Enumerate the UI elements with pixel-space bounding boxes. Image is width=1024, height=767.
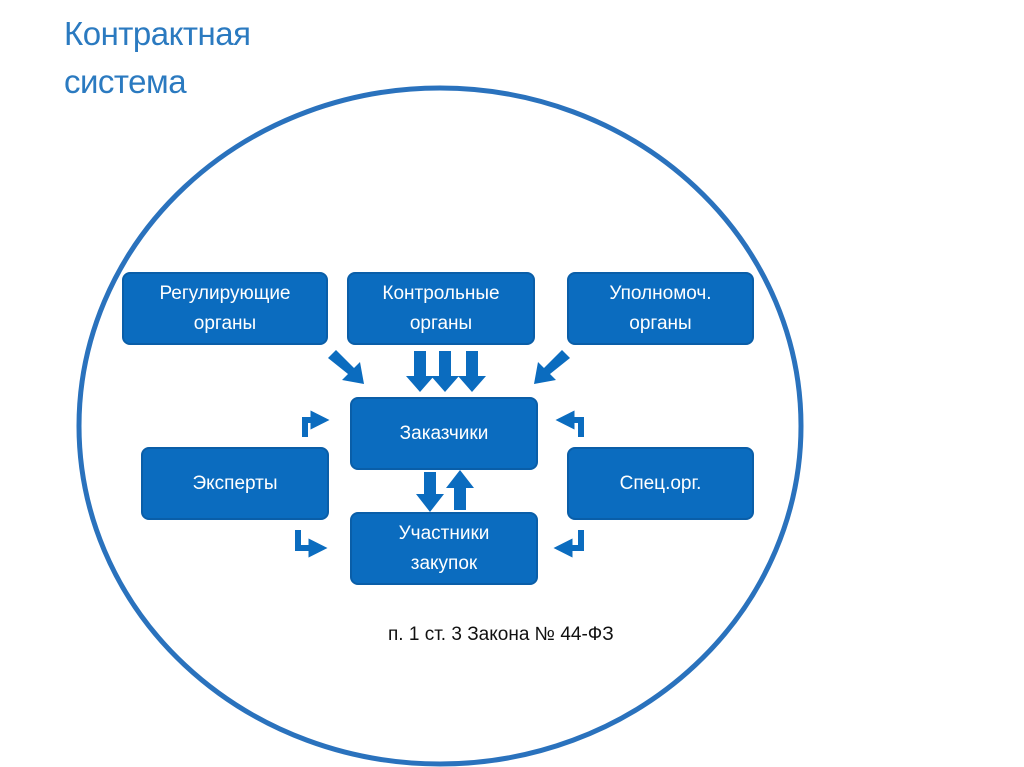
down-arrow-2	[431, 351, 459, 392]
box-procurement-participants: Участники закупок	[350, 512, 538, 585]
bent-arrow-experts-to-participants	[295, 530, 328, 558]
box-customers: Заказчики	[350, 397, 538, 470]
box-control-bodies: Контрольные органы	[347, 272, 535, 345]
box-specialized-org: Спец.орг.	[567, 447, 754, 520]
bent-arrow-specorg-to-participants	[553, 530, 584, 558]
diagonal-arrow-right	[534, 350, 570, 384]
down-arrow-3	[458, 351, 486, 392]
box-authorized-bodies: Уполномоч. органы	[567, 272, 754, 345]
box-regulating-bodies: Регулирующие органы	[122, 272, 328, 345]
arrow-customers-to-participants	[416, 472, 444, 512]
system-circle	[76, 85, 804, 767]
bent-arrow-experts-to-customers	[302, 410, 330, 437]
diagonal-arrow-left	[328, 350, 364, 384]
page-title: Контрактная система	[64, 15, 251, 100]
box-experts: Эксперты	[141, 447, 329, 520]
bent-arrow-specorg-to-customers	[555, 410, 584, 437]
law-reference: п. 1 ст. 3 Закона № 44-ФЗ	[388, 624, 614, 645]
arrow-participants-to-customers	[446, 470, 474, 510]
down-arrow-1	[406, 351, 434, 392]
